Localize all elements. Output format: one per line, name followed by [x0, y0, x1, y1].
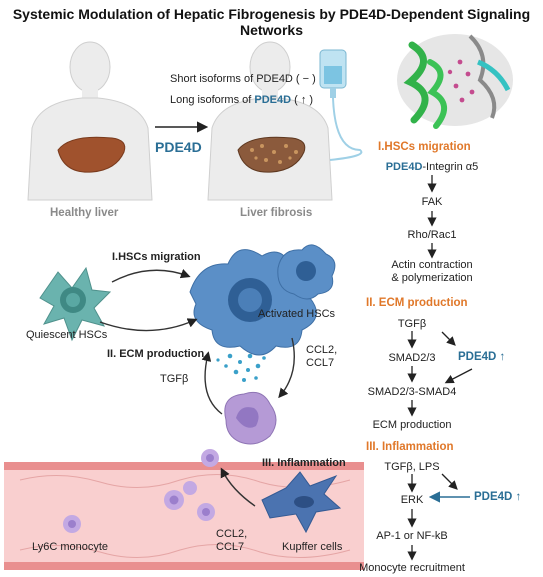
kupffer-cells-label: Kupffer cells	[282, 541, 343, 553]
pathway1-step1: PDE4D-Integrin α5	[370, 161, 494, 173]
fibrotic-liver-icon	[237, 136, 306, 173]
monocyte-cells	[63, 449, 219, 533]
macrophage-cell	[224, 391, 277, 445]
fibrosis-person-figure	[207, 41, 333, 201]
pathway1-step1-rest: -Integrin α5	[422, 161, 479, 173]
pathway1-step4-line2: & polymerization	[391, 272, 473, 284]
pathway3-step3: AP-1 or NF-kB	[376, 530, 448, 542]
ccl-arrow	[278, 337, 295, 399]
long-isoforms-gene: PDE4D	[254, 94, 292, 106]
pathway1-step2: FAK	[421, 196, 443, 208]
ecm-production-label: II. ECM production	[107, 348, 205, 360]
ccl-upper-label-2: CCL7	[306, 357, 335, 369]
pde4d-protein-structure	[397, 34, 513, 129]
pathway2-heading: II. ECM production	[366, 297, 468, 309]
ecm-particles	[216, 353, 266, 382]
pathway3-heading: III. Inflammation	[366, 441, 454, 453]
inflammation-label: III. Inflammation	[262, 457, 346, 469]
recruitment-arrow	[220, 467, 256, 507]
pathway1-gene: PDE4D	[385, 161, 423, 173]
pathway1-heading: I.HSCs migration	[378, 141, 471, 153]
short-isoforms-label: Short isoforms of PDE4D ( − )	[170, 73, 316, 85]
pathway2-step4: ECM production	[372, 419, 452, 431]
pathway2-step1: TGFβ	[397, 318, 427, 330]
quiescent-hsc-cell	[39, 266, 112, 342]
healthy-person-figure	[27, 41, 153, 201]
figure-title: Systemic Modulation of Hepatic Fibrogene…	[12, 6, 531, 38]
kupffer-cell	[261, 471, 342, 534]
pathway1-step4-line1: Actin contraction	[391, 259, 473, 271]
hsc-migration-label: I.HSCs migration	[112, 251, 201, 263]
long-isoforms-prefix: Long isoforms of	[170, 94, 255, 106]
pathway3-step4: Monocyte recruitment	[359, 562, 465, 574]
long-isoforms-suffix: ( ↑ )	[291, 94, 314, 106]
migration-arrow-lower	[99, 318, 198, 332]
pde4d-center-label: PDE4D	[155, 139, 202, 155]
pathway3-pde4d-label: PDE4D ↑	[474, 491, 522, 503]
healthy-liver-icon	[57, 136, 126, 173]
ly6c-monocyte-label: Ly6C monocyte	[32, 541, 109, 553]
migration-arrow	[111, 268, 191, 283]
pathway2-step2: SMAD2/3	[388, 352, 436, 364]
pathway2-pde4d-label: PDE4D ↑	[458, 351, 506, 363]
long-isoforms-label: Long isoforms of PDE4D ( ↑ )	[170, 94, 313, 106]
ccl-upper-label-1: CCL2,	[306, 344, 338, 356]
pathway2-step3: SMAD2/3-SMAD4	[367, 386, 457, 398]
tgfb-arrow	[201, 351, 223, 415]
pathway3-step2: ERK	[400, 494, 424, 506]
pathway-arrows	[407, 175, 473, 561]
activated-hsc-label: Activated HSCs	[258, 308, 336, 320]
activated-hsc-cell	[189, 244, 336, 356]
iv-drip-icon	[319, 49, 363, 161]
ccl-lower-label-1: CCL2,	[216, 528, 248, 540]
ccl-lower-label-2: CCL7	[216, 541, 245, 553]
pathway1-step3: Rho/Rac1	[407, 229, 457, 241]
liver-fibrosis-label: Liver fibrosis	[240, 207, 313, 219]
quiescent-hsc-label: Quiescent HSCs	[26, 329, 108, 341]
tgfb-label: TGFβ	[160, 373, 189, 385]
healthy-liver-label: Healthy liver	[50, 207, 119, 219]
pathway3-step1: TGFβ, LPS	[384, 461, 440, 473]
